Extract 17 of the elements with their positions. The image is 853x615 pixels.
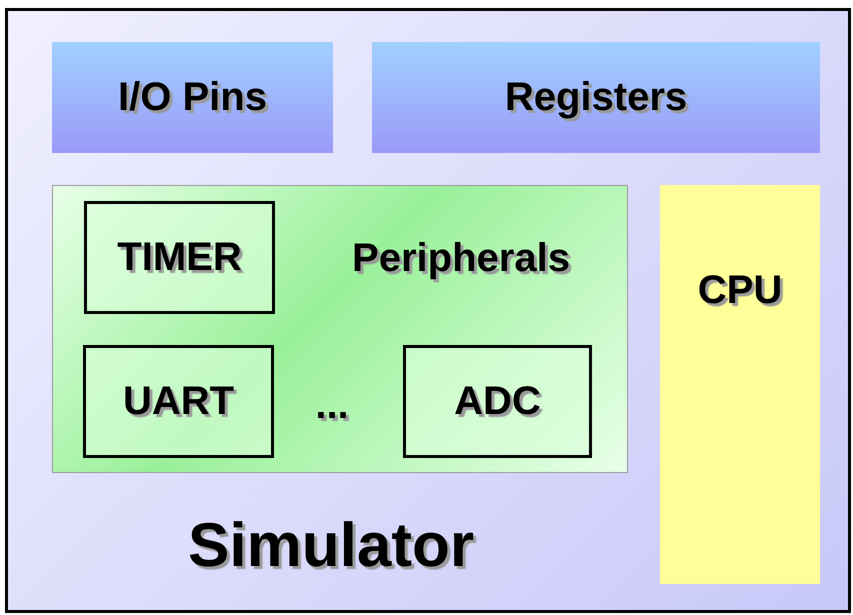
box-label: TIMER <box>117 235 242 280</box>
box-label: ADC <box>454 379 541 424</box>
peripherals-panel <box>52 185 628 473</box>
box-label: Registers <box>504 75 688 120</box>
box-label: CPU <box>698 268 782 312</box>
module-box <box>403 345 592 458</box>
module-box <box>84 201 275 314</box>
simulator-panel <box>5 8 851 613</box>
title-label: Simulator <box>188 510 474 580</box>
cpu-panel <box>660 185 820 584</box>
box-label: I/O Pins <box>118 75 267 120</box>
box-label: UART <box>122 379 234 424</box>
ellipsis-text: ... <box>315 382 349 428</box>
block-box <box>52 42 333 153</box>
box-label: Peripherals <box>352 236 570 280</box>
block-box <box>372 42 820 153</box>
module-box <box>83 345 274 458</box>
